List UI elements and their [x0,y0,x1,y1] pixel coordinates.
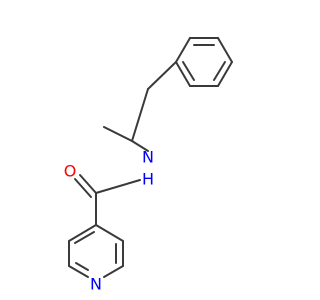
double-bond-inner [182,61,195,81]
bond [175,37,191,63]
hydrogen-atom-label: H [142,170,154,189]
bond [217,37,233,63]
molecule-canvas: O N H N [64,37,233,294]
pyridine-nitrogen-atom-label: N [90,275,102,294]
carbonyl-bond-second [74,178,92,198]
phenyl-ring [175,37,233,87]
double-bond-inner [74,231,95,244]
bond [68,224,97,242]
carbonyl-bond [79,174,97,194]
bond [217,61,233,87]
bond [131,140,149,152]
amide-group [74,174,141,226]
bond [147,61,177,90]
bond [103,126,133,142]
bond [95,224,124,242]
bond [103,265,124,278]
double-bond-inner [213,61,226,81]
alkyl-chain [103,61,177,152]
double-bond-inner [75,262,89,271]
nitrogen-atom-label: N [142,148,154,167]
bond [68,265,89,278]
bond [95,179,141,194]
oxygen-atom-label: O [64,162,77,181]
atom-labels: O N H N [64,148,154,294]
molecule-structure: O N H N [64,37,233,294]
pyridine-ring [68,224,124,278]
bond [175,61,191,87]
bond [131,88,149,142]
